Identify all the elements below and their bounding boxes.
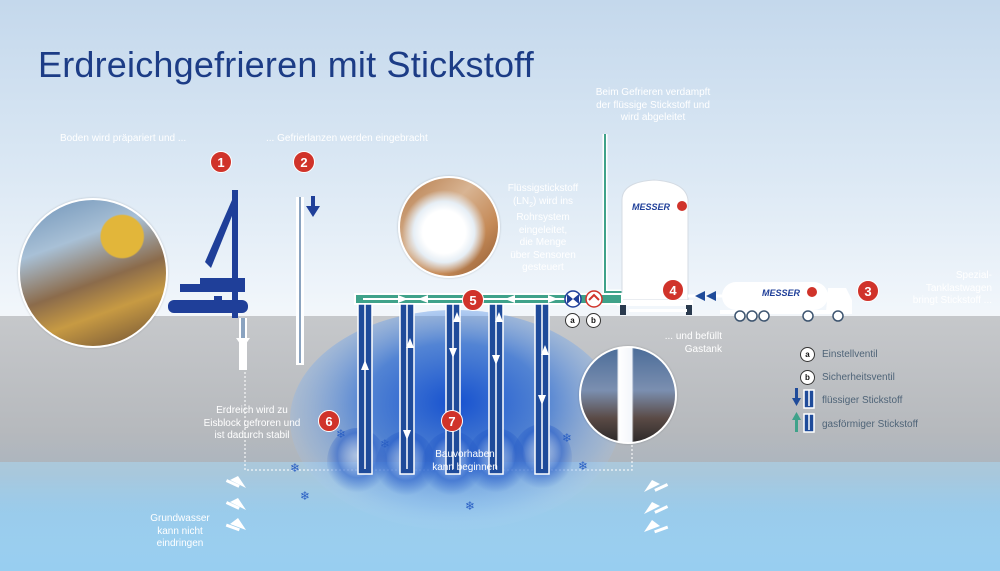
exhaust-pipe-inner xyxy=(604,134,625,293)
step-5-text: Flüssigstickstoff (LN2) wird ins Rohrsys… xyxy=(507,183,579,273)
snowflake-icons: ❄❄❄ ❄❄❄ ❄ xyxy=(290,427,588,513)
step-4-badge: 4 xyxy=(662,279,684,301)
valve-b-icon xyxy=(585,290,603,308)
lance-placeholder xyxy=(296,196,320,365)
valve-a-icon xyxy=(564,290,582,308)
fill-hose xyxy=(688,291,722,301)
step-5-badge: 5 xyxy=(462,289,484,311)
page-title: Erdreichgefrieren mit Stickstoff xyxy=(38,44,534,85)
legend-b-label: Sicherheitsventil xyxy=(822,372,895,383)
valve-b-label: b xyxy=(586,313,601,328)
step-7-text: Bauvorhaben kann beginnen xyxy=(432,449,498,473)
svg-text:❄: ❄ xyxy=(578,459,588,473)
step-2-text: ... Gefrierlanzen werden eingebracht xyxy=(266,133,428,144)
step-1-text: Boden wird präpariert und ... xyxy=(60,133,187,144)
tanker-truck xyxy=(720,282,852,322)
drill-lance xyxy=(236,318,250,370)
truck-brand-label: MESSER xyxy=(762,288,801,298)
svg-text:❄: ❄ xyxy=(380,437,390,451)
step-7-badge: 7 xyxy=(441,410,463,432)
legend-gas-label: gasförmiger Stickstoff xyxy=(822,419,918,430)
exhaust-text: Beim Gefrieren verdampft der flüssige St… xyxy=(595,87,711,123)
drilling-rig xyxy=(168,190,248,318)
photo-construction-site xyxy=(18,198,168,348)
tank-brand-label: MESSER xyxy=(632,202,671,212)
legend-b-key: b xyxy=(800,370,815,385)
groundwater-arrows xyxy=(225,476,669,534)
step-3-badge: 3 xyxy=(857,280,879,302)
photo-gas-tank xyxy=(579,346,677,444)
svg-text:❄: ❄ xyxy=(465,499,475,513)
step-4-text: ... und befüllt Gastank xyxy=(664,331,722,355)
legend-liquid-label: flüssiger Stickstoff xyxy=(822,395,903,406)
messer-logo-icon xyxy=(677,201,687,211)
messer-logo-icon xyxy=(807,287,817,297)
groundwater-text: Grundwasser kann nicht eindringen xyxy=(150,513,210,549)
step-1-badge: 1 xyxy=(210,151,232,173)
lance-arrows xyxy=(361,312,549,440)
liquid-nitrogen-icon xyxy=(792,388,815,409)
step-6-badge: 6 xyxy=(318,410,340,432)
svg-text:❄: ❄ xyxy=(562,431,572,445)
svg-text:❄: ❄ xyxy=(290,461,300,475)
photo-frozen-ground xyxy=(398,176,500,278)
svg-text:❄: ❄ xyxy=(336,427,346,441)
flow-arrows xyxy=(398,295,558,303)
svg-text:❄: ❄ xyxy=(300,489,310,503)
step-2-badge: 2 xyxy=(293,151,315,173)
gaseous-nitrogen-icon xyxy=(792,412,815,433)
step-3-text: Spezial- Tanklastwagen bringt Stickstoff… xyxy=(912,270,992,306)
step-6-text: Erdreich wird zu Eisblock gefroren und i… xyxy=(203,405,301,441)
legend: a Einstellventil b Sicherheitsventil flü… xyxy=(790,346,990,436)
legend-a-label: Einstellventil xyxy=(822,349,878,360)
valve-a-label: a xyxy=(565,313,580,328)
legend-a-key: a xyxy=(800,347,815,362)
nitrogen-tank xyxy=(617,179,693,315)
